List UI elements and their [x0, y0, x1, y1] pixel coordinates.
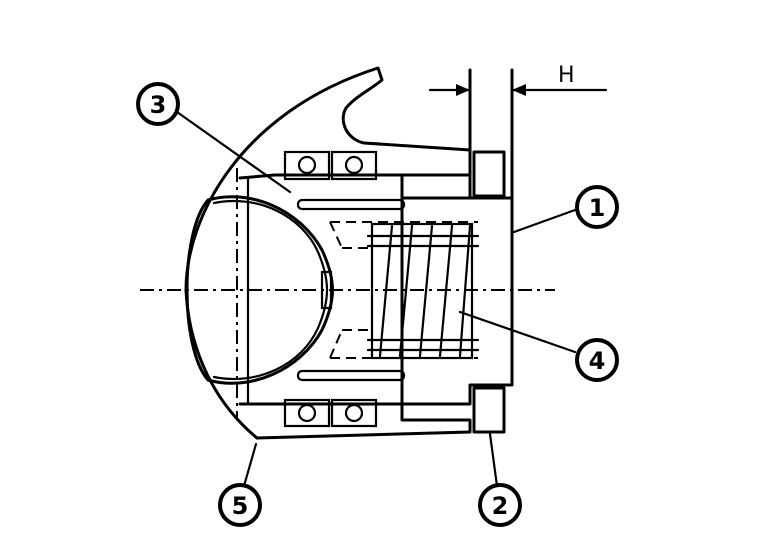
leader-1	[512, 208, 577, 234]
bolt-icon	[297, 155, 317, 175]
guide-rods	[296, 198, 406, 382]
spring-coil	[378, 224, 394, 358]
hidden-line-top	[329, 221, 478, 249]
bolt-block-top-left	[283, 150, 331, 181]
bolt-block-top-right	[330, 150, 378, 181]
callout-number: 2	[492, 492, 509, 520]
bolt-icon	[344, 403, 364, 423]
arrow-left-icon	[512, 84, 526, 96]
leader-lines	[175, 110, 577, 488]
dimension-label: H	[558, 63, 575, 88]
spring	[366, 222, 480, 360]
stop-blocks	[472, 150, 506, 434]
spring-coil	[398, 224, 414, 358]
spring-coil	[418, 224, 434, 358]
dome-inner-rim	[212, 199, 328, 381]
hidden-line-bottom	[329, 329, 478, 359]
housing-outline	[184, 66, 472, 440]
cylinder-block	[400, 68, 514, 406]
callout-2: 2	[478, 483, 522, 527]
leader-4	[458, 310, 577, 354]
bolt-block-bottom-right	[330, 398, 378, 428]
callout-number: 4	[589, 347, 606, 375]
bolt-icon	[297, 403, 317, 423]
dome-outline	[185, 195, 334, 385]
bolts-bottom	[283, 398, 378, 428]
spring-coil	[458, 224, 472, 358]
dome-nub	[320, 270, 333, 310]
guide-rod-top	[296, 198, 406, 211]
guide-rod-bottom	[296, 369, 406, 382]
callout-circle	[478, 483, 522, 527]
callout-4: 4	[575, 338, 619, 382]
stop-block-bottom	[472, 386, 506, 434]
arrow-right-icon	[456, 84, 470, 96]
callout-number: 1	[589, 194, 606, 222]
callout-3: 3	[136, 82, 180, 126]
leader-3	[175, 110, 292, 194]
spring-coil	[438, 224, 454, 358]
callout-1: 1	[575, 185, 619, 229]
bolts-top	[283, 150, 378, 181]
callout-number: 5	[232, 492, 249, 520]
callout-5: 5	[218, 483, 262, 527]
leader-2	[488, 432, 499, 488]
callout-circle	[136, 82, 180, 126]
callout-circle	[575, 338, 619, 382]
bolt-block-bottom-left	[283, 398, 331, 428]
leader-5	[242, 442, 258, 488]
dimension-h: H	[428, 63, 608, 96]
callout-circle	[218, 483, 262, 527]
callout-number: 3	[150, 91, 167, 119]
bolt-icon	[344, 155, 364, 175]
callout-circle	[575, 185, 619, 229]
spring-housing	[370, 222, 474, 360]
piston-dome	[185, 195, 334, 385]
stop-block-top	[472, 150, 506, 198]
